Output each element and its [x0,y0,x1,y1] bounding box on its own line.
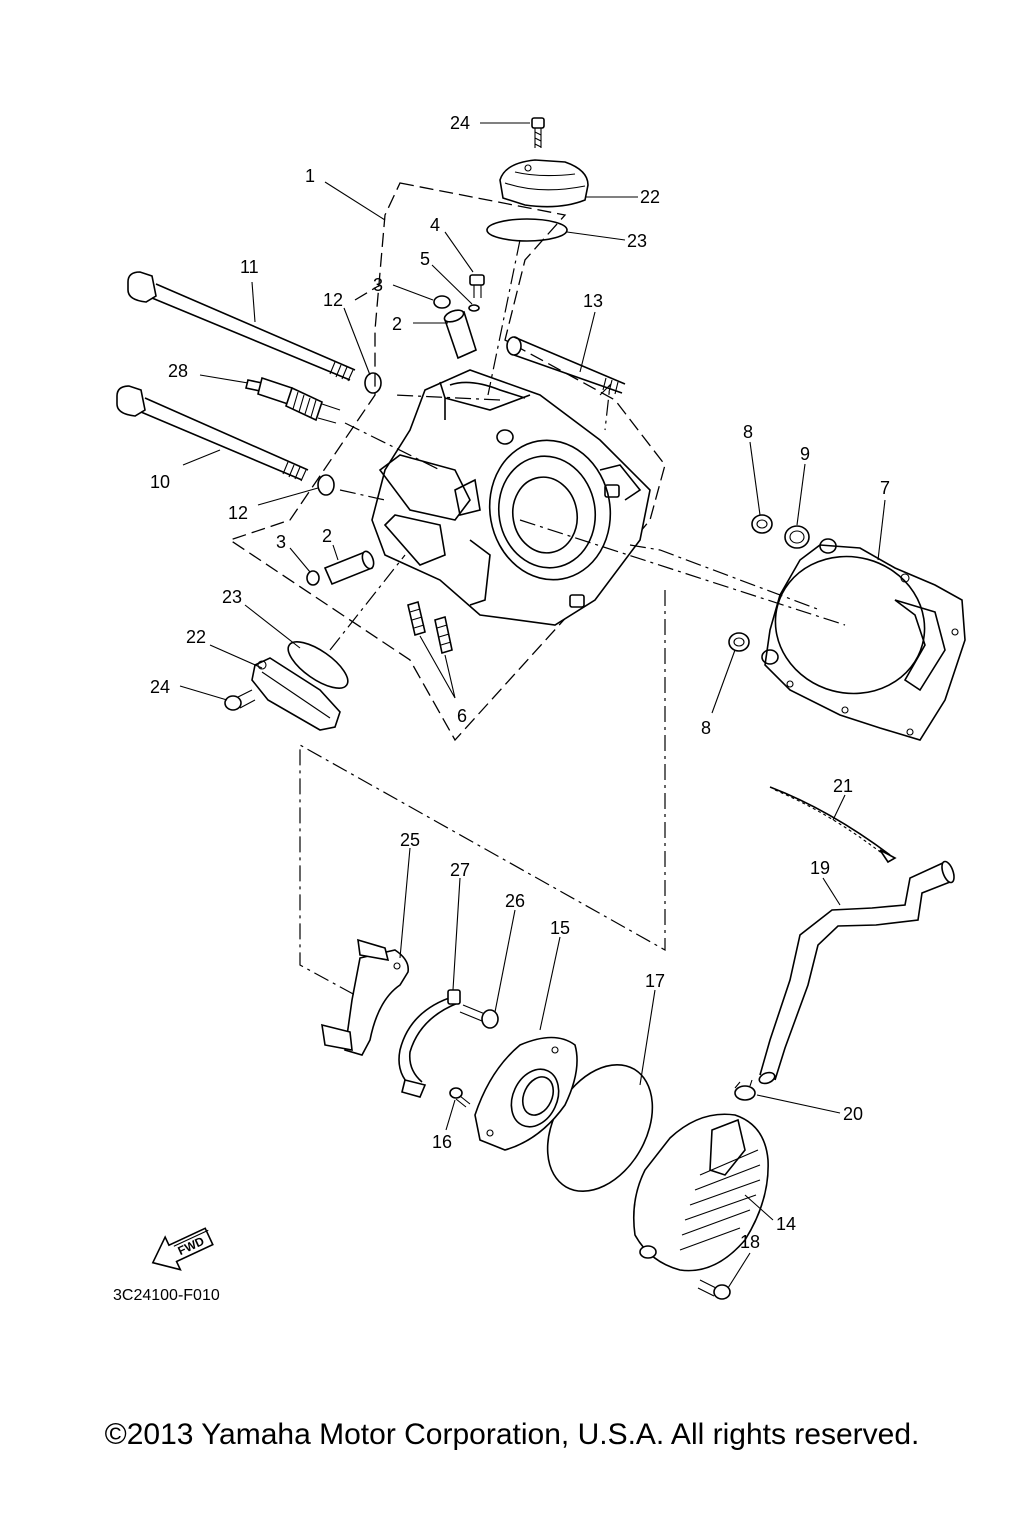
callout-13: 13 [583,291,603,311]
head-gasket-part-7 [761,538,966,741]
washer-part-5 [468,304,480,312]
callout-25: 25 [400,830,420,850]
callout-28: 28 [168,361,188,381]
dowel-part-8-lower [728,632,750,652]
studs-part-6 [407,600,453,655]
callout-8-lower: 8 [701,718,711,738]
o-ring-part-3-lower [306,570,320,586]
spark-plug-part-28 [245,376,341,424]
bolt-part-4 [469,274,485,298]
dowel-pin-part-2-upper [443,309,477,360]
callout-19: 19 [810,858,830,878]
callout-26: 26 [505,891,525,911]
o-ring-part-23-lower [287,641,349,689]
washer-part-12-lower [317,474,335,496]
o-ring-part-23-top [486,218,568,242]
callout-17: 17 [645,971,665,991]
callout-2-upper: 2 [392,314,402,334]
callout-11: 11 [240,257,259,277]
stud-bolt-part-13 [506,336,626,395]
callout-12-lower: 12 [228,503,248,523]
callout-27: 27 [450,860,470,880]
diagram-code: 3C24100-F010 [113,1287,220,1304]
assembly-outline [228,182,666,742]
bolt-part-16 [449,1087,471,1108]
cap-part-22-lower [251,657,341,731]
callout-3-upper: 3 [373,275,383,295]
o-ring-part-3-upper [433,295,451,309]
callout-4: 4 [430,215,440,235]
callout-16: 16 [432,1132,452,1152]
bolt-part-26 [459,1004,499,1029]
callout-5: 5 [420,249,430,269]
center-lines [299,239,846,996]
cap-part-22-top [499,159,589,208]
callout-23-lower: 23 [222,587,242,607]
callout-24-lower: 24 [150,677,170,697]
callout-8-upper: 8 [743,422,753,442]
callout-2-lower: 2 [322,526,332,546]
washer-part-12-upper [364,372,382,394]
bolt-part-24-top [531,117,545,148]
callout-1: 1 [305,166,315,186]
callout-labels: 24 22 23 1 4 5 3 2 11 12 13 28 10 12 3 2… [150,113,890,1252]
cable-tie-part-21 [769,786,897,864]
cylinder-head-casting [371,369,651,626]
callout-12-upper: 12 [323,290,343,310]
hose-clip-part-20 [734,1079,756,1101]
leader-lines [179,122,886,1289]
callout-23-top: 23 [627,231,647,251]
callout-22-top: 22 [640,187,660,207]
callout-6: 6 [457,706,467,726]
breather-hose-part-19 [758,860,955,1085]
forward-arrow-icon: FWD [151,1227,214,1271]
callout-9: 9 [800,444,810,464]
callout-15: 15 [550,918,570,938]
dowel-part-8-upper [751,514,773,534]
holder-plate-part-15 [474,1036,578,1151]
dowel-pin-part-2-lower [323,550,375,586]
callout-21: 21 [833,776,853,796]
bolt-part-18 [697,1279,731,1300]
half-ring-part-27 [398,989,461,1098]
long-bolt-part-11 [127,271,356,382]
callout-20: 20 [843,1104,863,1124]
callout-22-lower: 22 [186,627,206,647]
bolt-part-24-lower [224,689,256,711]
callout-18: 18 [740,1232,760,1252]
collar-part-9 [784,525,810,549]
long-bolt-part-10 [116,385,309,482]
callout-3-lower: 3 [276,532,286,552]
callout-10: 10 [150,472,170,492]
side-cover-part-14 [632,1113,769,1272]
callout-24-top: 24 [450,113,470,133]
copyright-notice: ©2013 Yamaha Motor Corporation, U.S.A. A… [104,1418,920,1451]
callout-14: 14 [776,1214,796,1234]
bracket-part-25 [321,938,410,1056]
callout-7: 7 [880,478,890,498]
